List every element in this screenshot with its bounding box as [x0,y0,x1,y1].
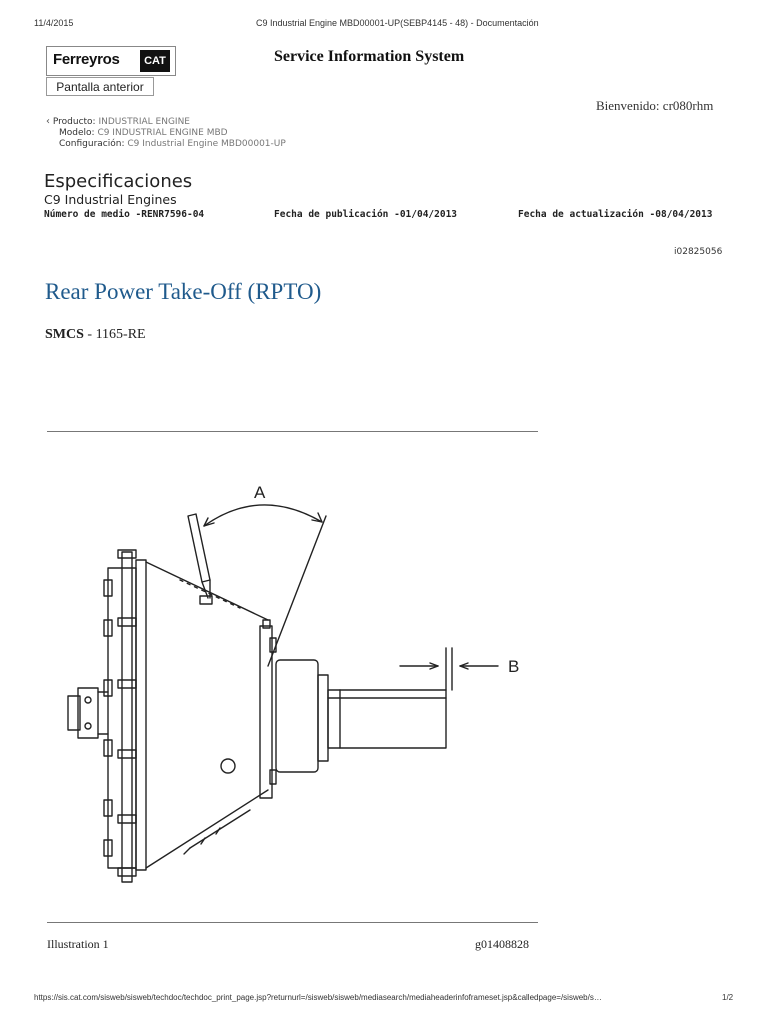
model-value: C9 INDUSTRIAL ENGINE MBD [97,128,228,138]
flywheel-housing [67,549,147,883]
page-number: 1/2 [722,993,734,1002]
config-label: Configuración: [59,139,125,149]
breadcrumb-model: Modelo: C9 INDUSTRIAL ENGINE MBD [59,128,286,138]
figure-caption: Illustration 1 [47,937,109,951]
section-subtitle: C9 Industrial Engines [44,192,177,207]
cat-logo-icon: CAT [140,50,170,72]
welcome-text: Bienvenido: cr080rhm [596,98,714,113]
ferreyros-cat-logo: Ferreyros CAT [46,46,176,76]
smcs-value: - 1165-RE [83,327,146,342]
smcs-label: SMCS [45,327,84,342]
breadcrumb-config: Configuración: C9 Industrial Engine MBD0… [59,139,286,149]
breadcrumb-product[interactable]: ‹ Producto: INDUSTRIAL ENGINE [46,116,286,127]
control-lever [187,513,213,605]
rpto-illustration: A B [67,483,519,883]
section-title: Especificaciones [44,171,193,192]
graphic-id: g01408828 [475,937,529,951]
gap-b-dimension [399,647,499,691]
media-number: Número de medio -RENR7596-04 [44,209,205,220]
logo-brand-text: Ferreyros [53,51,120,68]
rpto-housing [145,561,447,869]
publish-date: Fecha de publicación -01/04/2013 [274,209,458,220]
back-button[interactable]: Pantalla anterior [46,77,154,96]
figure-bottom-divider [47,922,538,923]
product-value: INDUSTRIAL ENGINE [98,117,190,127]
chevron-left-icon: ‹ [46,116,50,127]
page-header-title: Service Information System [274,48,465,65]
page-title: Rear Power Take-Off (RPTO) [45,279,322,304]
smcs-code: SMCS - 1165-RE [45,327,146,343]
breadcrumb: ‹ Producto: INDUSTRIAL ENGINE Modelo: C9… [46,116,286,149]
config-value: C9 Industrial Engine MBD00001-UP [127,139,286,149]
footer-url: https://sis.cat.com/sisweb/sisweb/techdo… [34,993,602,1002]
angle-a-dimension [203,504,327,667]
print-doc-title: C9 Industrial Engine MBD00001-UP(SEBP414… [256,18,539,28]
figure-top-divider [47,431,538,432]
callout-b-label: B [508,657,519,676]
callout-a-label: A [254,483,266,502]
update-date: Fecha de actualización -08/04/2013 [518,209,713,220]
document-id: i02825056 [674,247,723,257]
print-date: 11/4/2015 [34,18,74,28]
product-label: Producto: [52,117,96,127]
model-label: Modelo: [59,128,95,138]
